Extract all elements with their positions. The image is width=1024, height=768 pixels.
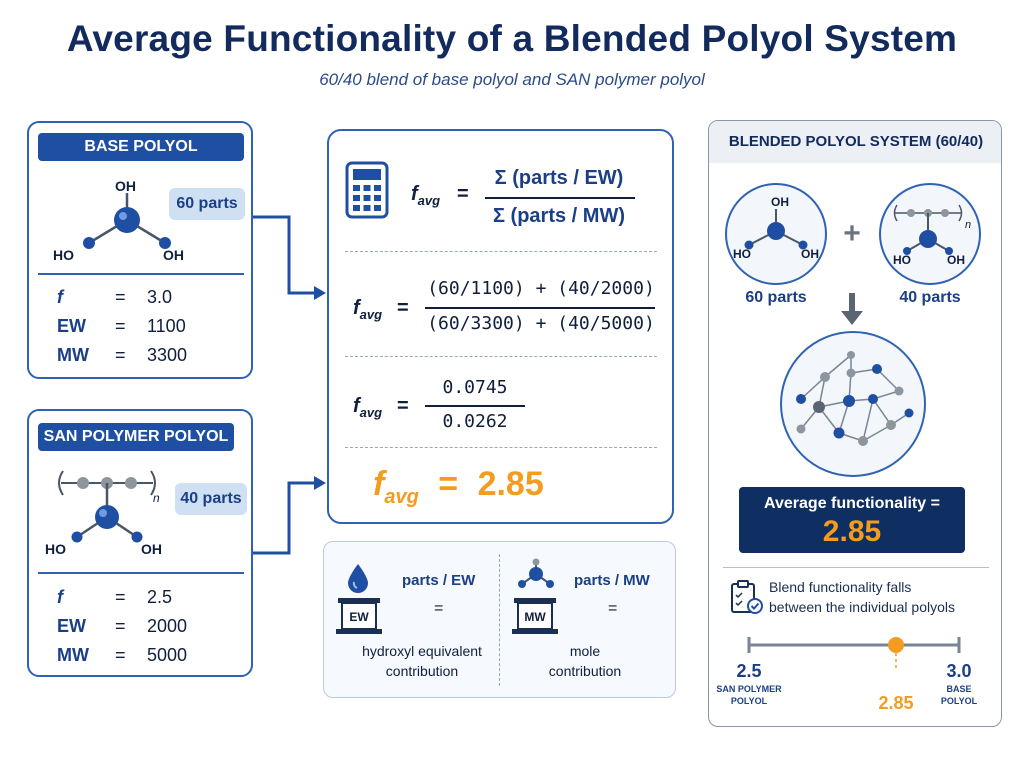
legend-right-desc-1: mole — [569, 643, 601, 659]
formula-symbol: favg — [411, 183, 441, 208]
legend-panel: EW parts / EW = hydroxyl equivalent cont… — [323, 541, 676, 698]
average-functionality-value: 2.85 — [822, 515, 882, 548]
scale-min-label: 2.5 — [736, 661, 762, 681]
step1-fraction-line — [425, 307, 655, 309]
san-polyol-prop-ew: EW = 2000 — [57, 616, 188, 636]
step1-numerator: (60/1100) + (40/2000) — [427, 278, 655, 299]
blend-base-oh: OH — [801, 247, 819, 261]
base-polyol-divider — [38, 273, 244, 275]
step1-denominator: (60/3300) + (40/5000) — [427, 313, 655, 334]
formula-numerator: Σ (parts / EW) — [494, 167, 624, 189]
scale-marker-label: 2.85 — [878, 693, 914, 713]
page-title: Average Functionality of a Blended Polyo… — [66, 18, 958, 59]
scale-min-caption-1: SAN POLYMER — [716, 684, 782, 694]
base-polyol-oh-right: OH — [163, 247, 184, 263]
ew-balance-icon — [336, 598, 382, 634]
step1-equals: = — [397, 297, 409, 319]
step1-symbol: favg — [353, 297, 383, 322]
base-polyol-prop-mw: MW = 3300 — [57, 345, 188, 365]
blend-left-parts: 60 parts — [745, 289, 807, 306]
calculation-panel: favg = Σ (parts / EW) Σ (parts / MW) fav… — [327, 129, 674, 524]
base-polyol-molecule-icon — [83, 193, 171, 249]
base-polyol-oh-top: OH — [115, 178, 136, 194]
scale-min-caption-2: POLYOL — [730, 696, 768, 706]
down-arrow-icon — [841, 293, 863, 325]
blend-note-line-1: Blend functionality falls — [769, 579, 912, 595]
functionality-scale — [747, 637, 961, 669]
legend-right-desc-2: contribution — [548, 663, 622, 679]
formula-denominator: Σ (parts / MW) — [493, 205, 625, 227]
formula-equals: = — [457, 183, 469, 205]
page-subtitle: 60/40 blend of base polyol and SAN polym… — [319, 70, 705, 89]
san-polyol-header: SAN POLYMER POLYOL — [38, 423, 234, 451]
polymer-network-icon — [780, 331, 926, 477]
legend-left-desc-1: hydroxyl equivalent — [362, 643, 482, 659]
step2-fraction-line — [425, 405, 525, 407]
san-polyol-prop-f: f = 2.5 — [57, 587, 173, 607]
blend-san-subscript-n: n — [965, 219, 972, 231]
mw-molecule-icon — [518, 558, 554, 588]
blend-base-ho: HO — [733, 247, 751, 261]
scale-max-caption-2: POLYOL — [940, 696, 978, 706]
blend-right-parts: 40 parts — [899, 289, 961, 306]
base-polyol-header: BASE POLYOL — [38, 133, 244, 161]
blend-divider — [723, 567, 989, 568]
base-polyol-panel: BASE POLYOL OH HO OH 60 parts f = 3.0 EW… — [27, 121, 253, 379]
san-polyol-parts-badge: 40 parts — [175, 483, 247, 515]
formula-fraction-line — [485, 197, 635, 199]
step2-equals: = — [397, 395, 409, 417]
clipboard-check-icon — [731, 580, 763, 614]
blend-san-oh: OH — [947, 253, 965, 267]
blend-san-ho: HO — [893, 253, 911, 267]
dashed-divider-2 — [345, 356, 657, 357]
san-polyol-prop-mw: MW = 5000 — [57, 645, 188, 665]
mw-balance-icon — [512, 598, 558, 634]
blended-system-header-bar — [709, 121, 1001, 163]
legend-left-eq: = — [434, 600, 444, 617]
plus-sign: + — [843, 217, 861, 250]
legend-vertical-divider — [499, 554, 500, 686]
ew-box-label: EW — [349, 610, 369, 624]
blend-base-oh-top: OH — [771, 195, 789, 209]
base-polyol-ho-left: HO — [53, 247, 74, 263]
blend-base-molecule-icon — [725, 183, 827, 285]
result-value: favg = 2.85 — [373, 465, 544, 508]
step2-symbol: favg — [353, 395, 383, 420]
base-polyol-prop-ew: EW = 1100 — [57, 316, 186, 336]
legend-left-label: parts / EW — [402, 572, 476, 589]
step2-denominator: 0.0262 — [442, 411, 508, 432]
blend-note-line-2: between the individual polyols — [769, 599, 956, 615]
scale-max-label: 3.0 — [946, 661, 972, 681]
calculator-icon — [345, 161, 389, 219]
base-polyol-parts-badge: 60 parts — [169, 188, 245, 220]
dashed-divider-3 — [345, 447, 657, 448]
legend-left-desc-2: contribution — [385, 663, 459, 679]
blended-system-header: BLENDED POLYOL SYSTEM (60/40) — [728, 133, 984, 150]
blend-san-molecule-icon — [879, 183, 981, 285]
san-polyol-molecule-icon — [58, 470, 156, 543]
mw-box-label: MW — [524, 610, 546, 624]
scale-max-caption-1: BASE — [946, 684, 972, 694]
average-functionality-label: Average functionality = — [764, 495, 940, 512]
san-polyol-divider — [38, 572, 244, 574]
step2-numerator: 0.0745 — [442, 377, 508, 398]
san-polyol-panel: SAN POLYMER POLYOL n HO OH 40 parts f = … — [27, 409, 253, 677]
dashed-divider-1 — [345, 251, 657, 252]
legend-right-eq: = — [608, 600, 618, 617]
scale-marker — [888, 637, 904, 653]
legend-right-label: parts / MW — [574, 572, 650, 589]
blended-system-panel: BLENDED POLYOL SYSTEM (60/40) OH HO OH +… — [708, 120, 1002, 727]
san-polyol-oh-right: OH — [141, 541, 162, 557]
san-polyol-subscript-n: n — [153, 491, 160, 505]
base-polyol-prop-f: f = 3.0 — [57, 287, 173, 307]
average-functionality-box — [739, 487, 965, 553]
droplet-icon — [348, 564, 368, 593]
san-polyol-ho-left: HO — [45, 541, 66, 557]
